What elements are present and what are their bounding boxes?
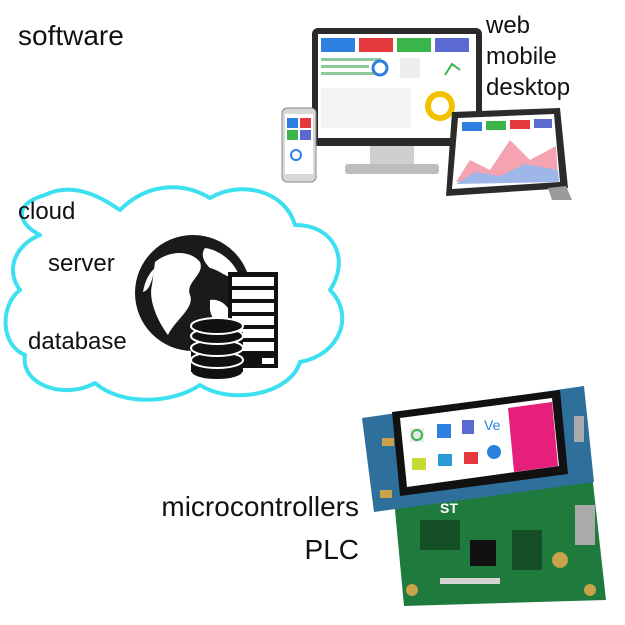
cloud-label: cloud (18, 198, 76, 225)
desktop-monitor-icon (312, 28, 482, 174)
pcb-board-icon (392, 474, 606, 606)
platform-mobile: mobile (486, 43, 557, 70)
mobile-phone-icon (281, 107, 317, 183)
server-label: server (48, 250, 115, 277)
database-label: database (28, 328, 127, 355)
platform-web: web (486, 12, 531, 39)
svg-text:Ve: Ve (484, 417, 501, 433)
tablet-icon (446, 108, 572, 200)
database-icon (190, 317, 244, 381)
plc-label: PLC (304, 534, 359, 565)
st-logo-text: ST (440, 500, 458, 516)
platform-desktop: desktop (486, 74, 571, 101)
cloud-outline (3, 185, 345, 402)
software-title: software (18, 20, 124, 51)
touchscreen-icon: Ve (392, 390, 568, 496)
microcontrollers-label: microcontrollers (161, 491, 359, 522)
